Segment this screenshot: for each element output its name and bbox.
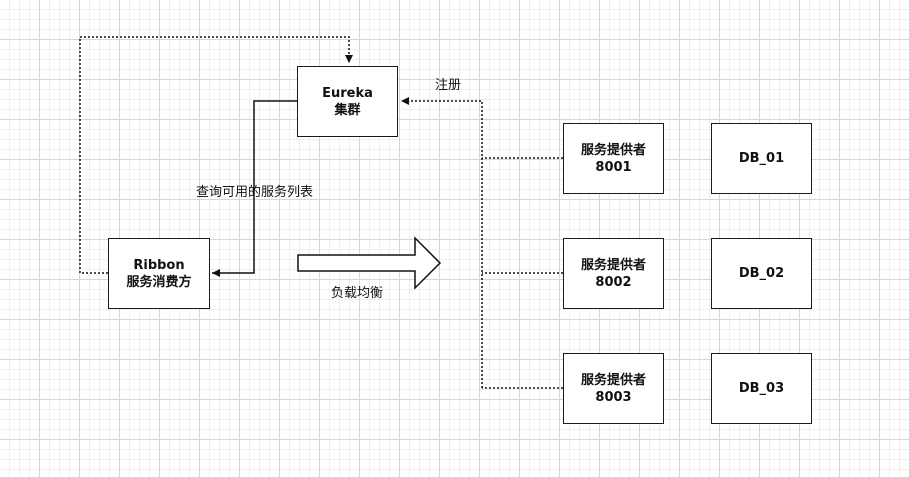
provider-label: 服务提供者 [580,142,646,158]
ribbon-node-subtitle: 服务消费方 [126,274,192,290]
load-balance-edge-label: 负载均衡 [331,286,384,301]
db-label: DB_02 [738,266,785,281]
eureka-cluster-node: Eureka 集群 [297,66,398,137]
provider-8001-node: 服务提供者 8001 [563,123,664,194]
provider-label: 服务提供者 [580,372,646,388]
ribbon-consumer-node: Ribbon 服务消费方 [108,238,210,309]
db-02-node: DB_02 [711,238,812,309]
provider-8002-node: 服务提供者 8002 [563,238,664,309]
query-edge-label: 查询可用的服务列表 [196,185,314,200]
eureka-to-ribbon-query-edge [212,100,297,277]
db-label: DB_03 [738,381,785,396]
eureka-node-subtitle: 集群 [334,102,361,118]
register-edge-label: 注册 [435,78,462,93]
ribbon-node-title: Ribbon [133,257,185,273]
provider-port: 8001 [595,159,632,175]
provider-8003-node: 服务提供者 8003 [563,353,664,424]
provider-port: 8002 [595,274,632,290]
provider-label: 服务提供者 [580,257,646,273]
eureka-node-title: Eureka [322,85,373,101]
ribbon-to-eureka-dotted-edge [79,36,353,274]
load-balance-block-arrow [297,236,442,290]
db-01-node: DB_01 [711,123,812,194]
db-label: DB_01 [738,151,785,166]
provider-port: 8003 [595,389,632,405]
register-trunk-edge [401,97,483,388]
db-03-node: DB_03 [711,353,812,424]
